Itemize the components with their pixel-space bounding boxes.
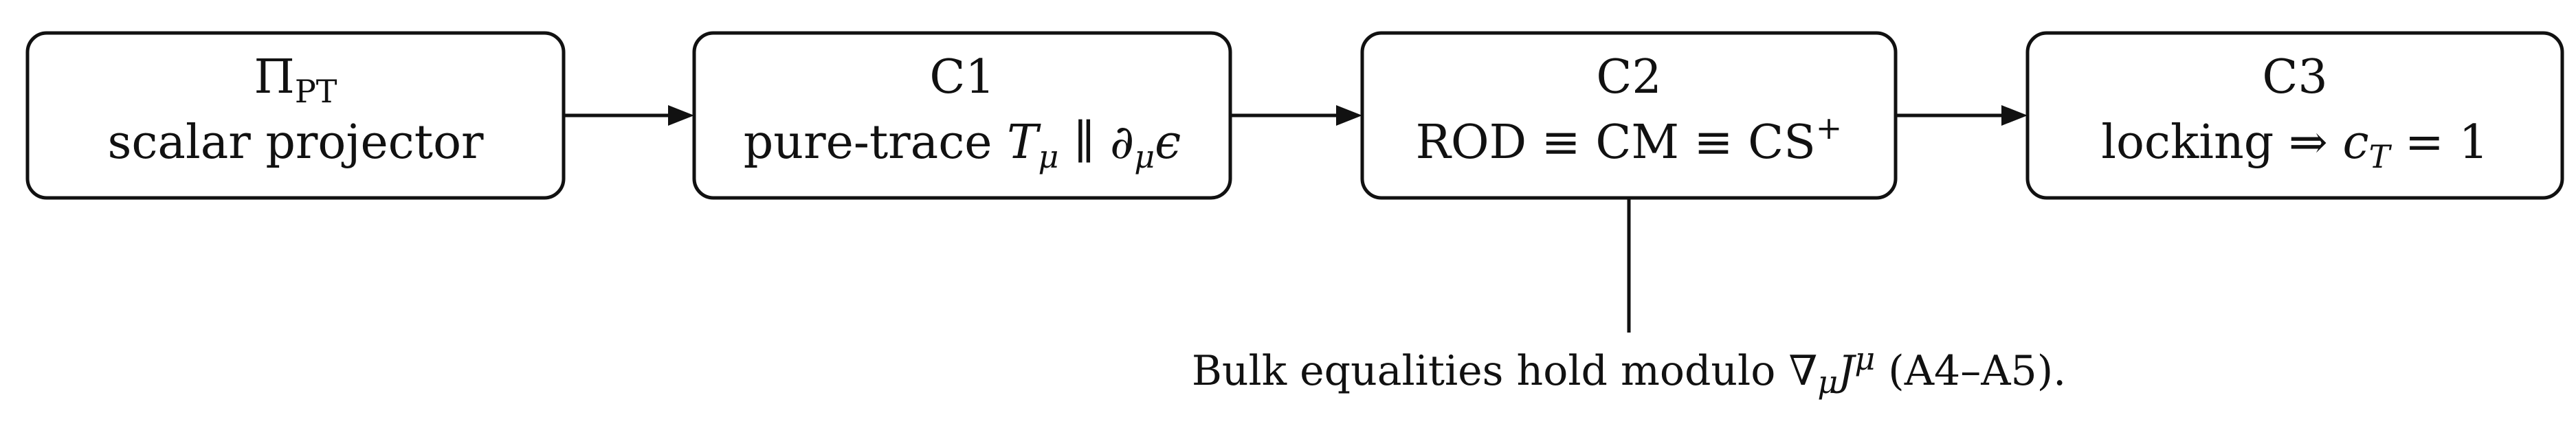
node-c3: C3 locking ⇒ cT = 1 [2025,31,2564,200]
note-prefix: Bulk equalities hold modulo [1192,347,1789,395]
edge-c1-to-c2 [1230,105,1362,126]
node-c1-math-partial: ∂ [1110,115,1134,170]
node-pi-pt-title: Π [254,50,295,104]
node-c1-parallel-symbol: ∥ [1058,115,1110,170]
node-c3-math-c-subscript: T [2369,138,2392,175]
node-c1-math-partial-subscript: μ [1134,138,1155,175]
node-c1: C1 pure-trace Tμ ∥ ∂μϵ [692,31,1232,200]
node-pi-pt: ΠPT scalar projector [25,31,566,200]
node-c2: C2 ROD ≡ CM ≡ CS+ [1360,31,1898,200]
node-c1-title: C1 [929,50,995,104]
node-c3-subtitle-plain: locking ⇒ [2101,115,2342,170]
node-c2-title: C2 [1596,50,1661,104]
node-c2-subtitle: ROD ≡ CM ≡ CS+ [1416,109,1843,170]
node-c1-subtitle: pure-trace Tμ ∥ ∂μϵ [744,115,1181,175]
edge-pi-to-c1 [564,105,694,126]
note-suffix: (A4–A5). [1875,347,2066,395]
svg-text:ΠPT: ΠPT [254,50,337,110]
note-nabla-subscript: μ [1817,363,1838,401]
edge-c2-to-c3 [1896,105,2028,126]
bulk-equalities-note: Bulk equalities hold modulo ∇μJμ (A4–A5)… [1192,340,2066,401]
node-c1-math-t: T [1007,115,1041,170]
node-c1-subtitle-plain: pure-trace [744,115,1007,170]
node-c1-math-t-subscript: μ [1039,138,1059,175]
node-c2-superscript: + [1816,109,1843,146]
note-current-superscript: μ [1854,340,1875,377]
node-c3-math-c: c [2343,115,2369,170]
node-c3-subtitle: locking ⇒ cT = 1 [2101,115,2489,175]
node-c2-subtitle-text: ROD ≡ CM ≡ CS [1416,115,1816,170]
node-pi-pt-subtitle: scalar projector [107,115,484,170]
node-c3-title: C3 [2262,50,2327,104]
node-c3-subtitle-tail: = 1 [2390,115,2488,170]
node-c1-math-epsilon: ϵ [1155,115,1181,170]
node-pi-pt-subscript: PT [295,73,337,110]
note-nabla: ∇ [1788,347,1817,395]
